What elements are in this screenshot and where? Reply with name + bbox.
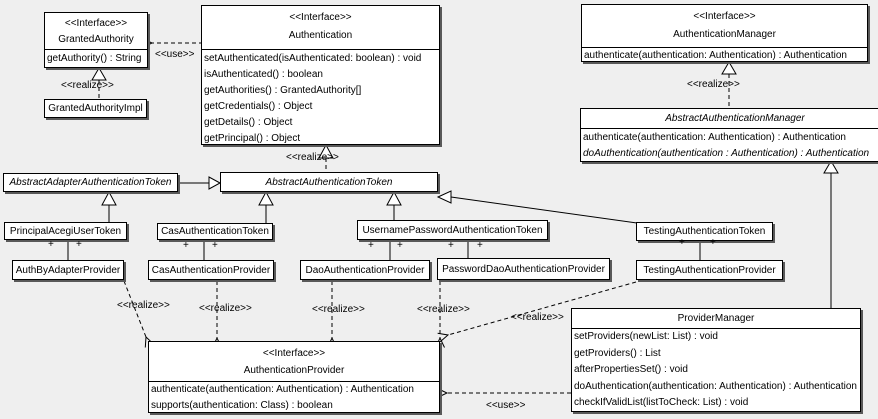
- stereotype: <<Interface>>: [262, 348, 326, 359]
- class-name: AuthByAdapterProvider: [15, 264, 121, 276]
- class-name: AbstractAuthenticationManager: [665, 113, 805, 124]
- class-provider-manager[interactable]: ProviderManager setProviders(newList: Li…: [571, 308, 861, 412]
- class-granted-authority[interactable]: <<Interface>> GrantedAuthority getAuthor…: [44, 12, 148, 68]
- class-cas-authentication-provider[interactable]: CasAuthenticationProvider: [148, 260, 274, 280]
- class-name: AuthenticationProvider: [243, 365, 345, 376]
- class-name: Authentication: [288, 30, 353, 41]
- class-principal-acegi-user-token[interactable]: PrincipalAcegiUserToken: [4, 222, 127, 240]
- association-plus: +: [397, 240, 403, 251]
- method: supports(authentication: Class) : boolea…: [151, 400, 333, 411]
- stereotype: <<Interface>>: [289, 12, 352, 23]
- association-plus: +: [48, 239, 54, 250]
- realize-label: <<realize>>: [511, 312, 564, 323]
- generalization-usernamepassword-token: [386, 190, 402, 220]
- class-cas-authentication-token[interactable]: CasAuthenticationToken: [157, 223, 273, 240]
- generalization-principal-token: [101, 190, 117, 222]
- class-username-password-authentication-token[interactable]: UsernamePasswordAuthenticationToken: [357, 220, 548, 240]
- method: getAuthorities() : GrantedAuthority[]: [204, 85, 362, 96]
- realize-edge-grantedauthorityimpl: [91, 67, 107, 99]
- realize-label: <<realize>>: [687, 79, 740, 90]
- class-name: CasAuthenticationProvider: [151, 264, 271, 276]
- association-plus: +: [477, 240, 483, 251]
- class-name: TestingAuthenticationToken: [643, 226, 766, 237]
- realize-label: <<realize>>: [417, 304, 470, 315]
- method: getDetails() : Object: [204, 117, 293, 128]
- method: authenticate(authentication: Authenticat…: [584, 50, 847, 61]
- class-name: DaoAuthenticationProvider: [305, 264, 425, 276]
- class-authentication-provider[interactable]: <<Interface>> AuthenticationProvider aut…: [148, 341, 440, 413]
- class-abstract-authentication-manager[interactable]: AbstractAuthenticationManager authentica…: [580, 108, 878, 162]
- realize-label: <<realize>>: [61, 80, 114, 91]
- class-name: GrantedAuthorityImpl: [48, 103, 143, 114]
- association-plus: +: [212, 240, 218, 251]
- class-name: GrantedAuthority: [58, 34, 134, 45]
- use-label: <<use>>: [486, 400, 526, 411]
- method: setProviders(newList: List) : void: [574, 331, 718, 342]
- method: doAuthentication(authentication : Authen…: [583, 148, 870, 159]
- stereotype: <<Interface>>: [64, 18, 128, 29]
- generalization-cas-token: [258, 190, 274, 223]
- realize-label: <<realize>>: [199, 303, 252, 314]
- realize-label: <<realize>>: [286, 152, 339, 163]
- realize-edge-testingauthenticationprovider: [437, 281, 637, 343]
- class-name: AuthenticationManager: [673, 29, 776, 40]
- method: getPrincipal() : Object: [204, 133, 301, 144]
- class-name: AbstractAdapterAuthenticationToken: [9, 177, 172, 188]
- class-abstract-adapter-authentication-token[interactable]: AbstractAdapterAuthenticationToken: [3, 173, 178, 192]
- class-granted-authority-impl[interactable]: GrantedAuthorityImpl: [44, 99, 147, 118]
- use-label: <<use>>: [155, 49, 195, 60]
- class-name: UsernamePasswordAuthenticationToken: [362, 224, 543, 236]
- class-name: CasAuthenticationToken: [161, 226, 269, 237]
- association-plus: +: [448, 240, 454, 251]
- class-testing-authentication-token[interactable]: TestingAuthenticationToken: [636, 222, 773, 241]
- stereotype: <<Interface>>: [693, 11, 756, 22]
- class-name: PrincipalAcegiUserToken: [9, 225, 122, 237]
- association-plus: +: [710, 237, 716, 248]
- realize-edge-abstractauthenticationmanager: [721, 61, 737, 108]
- class-abstract-authentication-token[interactable]: AbstractAuthenticationToken: [220, 172, 438, 192]
- realize-edge-authbyadapterprovider: [123, 280, 155, 348]
- method: getCredentials() : Object: [204, 101, 313, 112]
- realize-label: <<realize>>: [117, 300, 170, 311]
- method: checkIfValidList(listToCheck: List) : vo…: [574, 397, 749, 409]
- generalization-providermanager: [823, 160, 839, 308]
- association-plus: +: [76, 239, 82, 250]
- method: getProviders() : List: [574, 347, 661, 359]
- class-auth-by-adapter-provider[interactable]: AuthByAdapterProvider: [12, 260, 124, 280]
- method: authenticate(authentication: Authenticat…: [583, 132, 846, 143]
- realize-label: <<realize>>: [312, 304, 365, 315]
- association-plus: +: [679, 237, 685, 248]
- realize-edge-abstractauthenticationtoken: [318, 143, 334, 172]
- method: afterPropertiesSet() : void: [574, 364, 688, 376]
- association-plus: +: [368, 240, 374, 251]
- class-name: TestingAuthenticationProvider: [643, 264, 776, 276]
- class-authentication-manager[interactable]: <<Interface>> AuthenticationManager auth…: [581, 4, 868, 62]
- class-authentication[interactable]: <<Interface>> Authentication setAuthenti…: [201, 5, 440, 145]
- class-name: ProviderManager: [677, 313, 755, 324]
- association-plus: +: [183, 240, 189, 251]
- class-dao-authentication-provider[interactable]: DaoAuthenticationProvider: [300, 260, 430, 280]
- generalization-testing-token: [436, 190, 638, 224]
- method: authenticate(authentication: Authenticat…: [151, 384, 414, 395]
- method: isAuthenticated() : boolean: [204, 69, 323, 80]
- method: doAuthentication(authentication: Authent…: [574, 380, 857, 392]
- generalization-adapter-token: [178, 176, 222, 190]
- method: getAuthority() : String: [47, 53, 142, 64]
- method: setAuthenticated(isAuthenticated: boolea…: [204, 53, 422, 64]
- class-password-dao-authentication-provider[interactable]: PasswordDaoAuthenticationProvider: [437, 258, 610, 280]
- class-name: AbstractAuthenticationToken: [265, 176, 393, 188]
- class-testing-authentication-provider[interactable]: TestingAuthenticationProvider: [636, 260, 783, 280]
- class-name: PasswordDaoAuthenticationProvider: [442, 263, 605, 275]
